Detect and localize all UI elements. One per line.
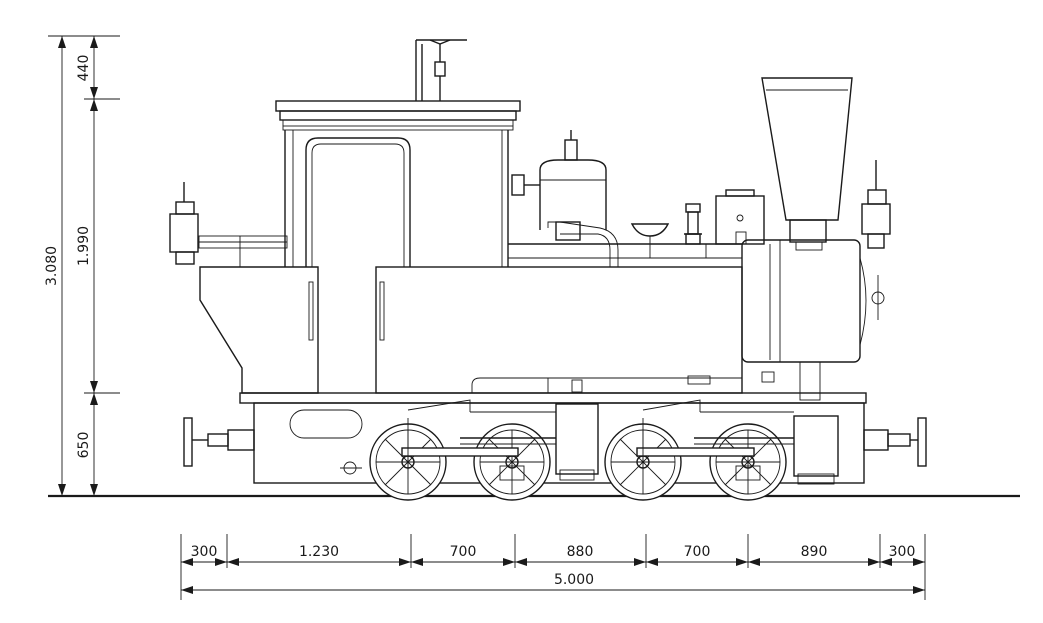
running-board bbox=[239, 392, 867, 404]
wheel-4 bbox=[709, 423, 787, 501]
vertical-dimensions: 3.080 440 1.990 650 bbox=[44, 35, 120, 496]
roof-bell bbox=[415, 39, 467, 101]
safety-valve bbox=[684, 203, 702, 245]
rear-buffer bbox=[183, 417, 255, 467]
dim-seg-5: 700 bbox=[684, 544, 711, 560]
front-buffer bbox=[863, 417, 927, 467]
dim-middle-vertical: 1.990 bbox=[76, 226, 92, 266]
horizontal-dimensions: 300 1.230 700 880 700 890 300 5.000 bbox=[180, 534, 926, 600]
cab-roof-lower bbox=[279, 110, 517, 121]
dim-top-vertical: 440 bbox=[76, 55, 92, 82]
coupling-rod-right bbox=[636, 447, 755, 457]
dim-seg-6: 890 bbox=[801, 544, 828, 560]
coupling-rod-left bbox=[401, 447, 519, 457]
chimney bbox=[761, 77, 853, 251]
locomotive bbox=[169, 39, 927, 501]
dim-seg-7: 300 bbox=[889, 544, 916, 560]
dim-seg-1: 300 bbox=[191, 544, 218, 560]
cylinder-left bbox=[555, 403, 599, 475]
side-tank bbox=[375, 266, 743, 394]
dim-seg-4: 880 bbox=[567, 544, 594, 560]
wheel-2 bbox=[473, 423, 551, 501]
dim-bottom-vertical: 650 bbox=[76, 432, 92, 459]
cylinder-right bbox=[793, 415, 839, 477]
sand-dome bbox=[715, 189, 765, 245]
sand-bowl bbox=[630, 223, 670, 237]
dim-total-vertical: 3.080 bbox=[44, 246, 60, 286]
coal-bunker bbox=[199, 266, 319, 394]
front-lamp bbox=[861, 160, 891, 320]
cab-roof bbox=[275, 100, 521, 112]
rear-lamp bbox=[169, 182, 199, 265]
dim-seg-3: 700 bbox=[450, 544, 477, 560]
steam-dome bbox=[511, 130, 607, 230]
dim-seg-2: 1.230 bbox=[299, 544, 339, 560]
dim-total-horizontal: 5.000 bbox=[554, 572, 594, 588]
smokebox bbox=[741, 239, 861, 363]
cab-window bbox=[305, 137, 411, 267]
